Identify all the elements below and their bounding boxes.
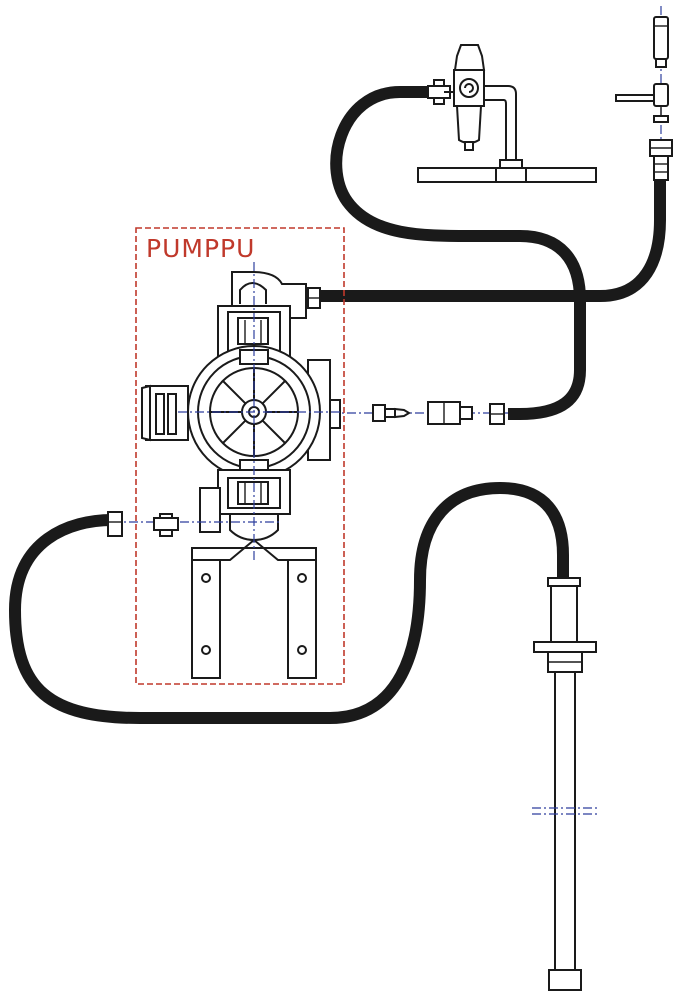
- pump-outlet-hose: [320, 180, 666, 302]
- diaphragm-pump: [141, 271, 341, 679]
- air-inlet-hose: [330, 86, 586, 420]
- suction-hose: [9, 482, 569, 724]
- suction-tube: [532, 577, 600, 991]
- pump-boundary: [135, 227, 345, 685]
- inlet-couplings: [107, 511, 282, 537]
- discharge-couplings: [330, 401, 508, 425]
- pump-label: PUMPPU: [146, 234, 256, 263]
- air-regulator: [417, 44, 597, 183]
- ball-valve-assembly: [615, 6, 673, 181]
